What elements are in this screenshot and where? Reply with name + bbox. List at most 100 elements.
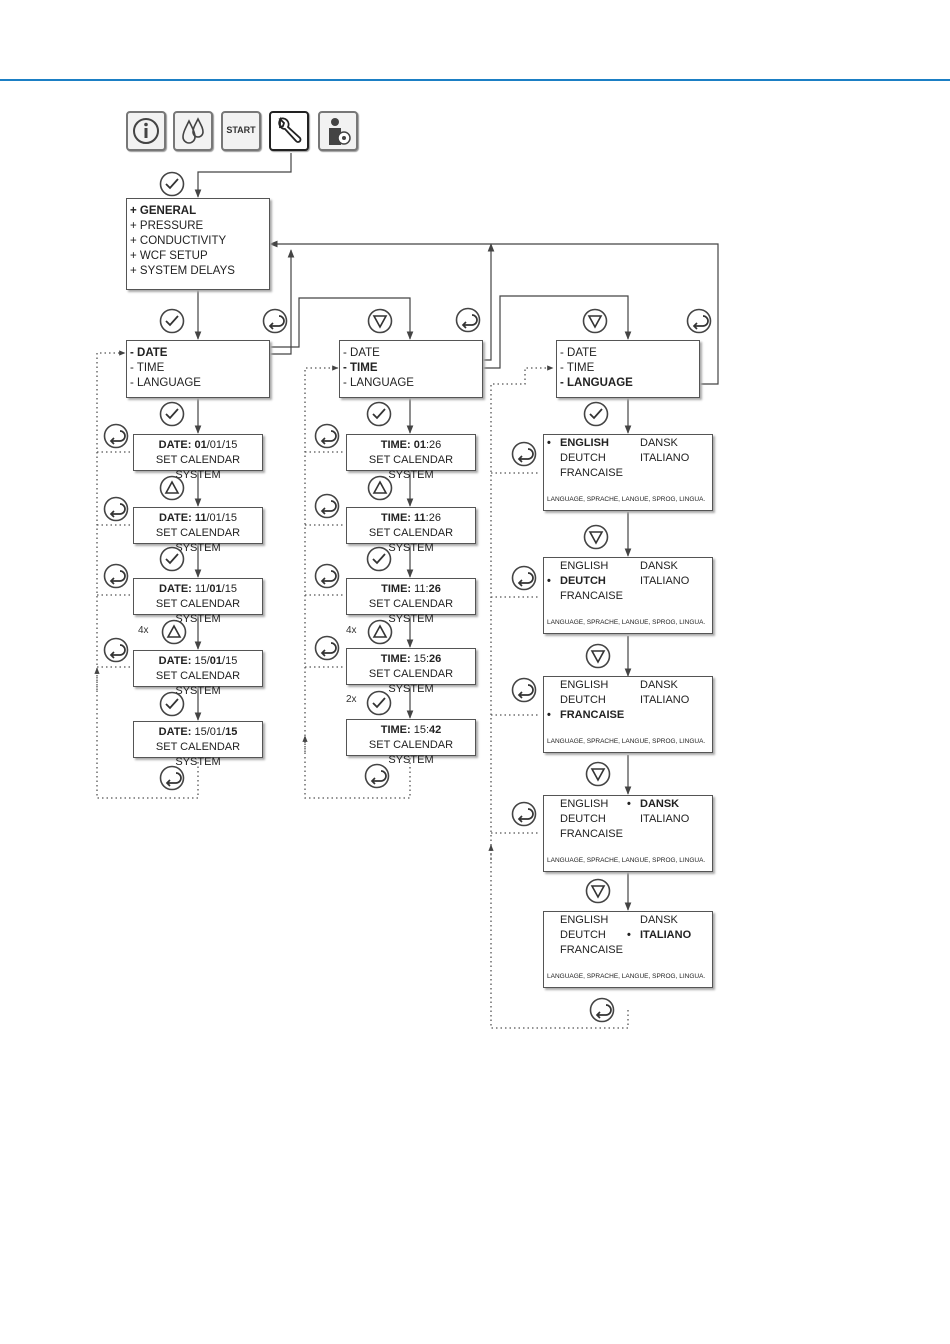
language-label: ENGLISH — [560, 914, 609, 926]
drops-icon[interactable] — [173, 111, 213, 151]
arrow-down-icon[interactable] — [367, 308, 393, 334]
back-return-icon[interactable] — [159, 765, 185, 791]
language-option[interactable]: ITALIANO — [640, 574, 689, 589]
language-option[interactable]: ITALIANO — [640, 693, 689, 708]
confirm-check-icon[interactable] — [366, 690, 392, 716]
value-text: /15 — [222, 655, 238, 667]
menu-item-conductivity[interactable]: + CONDUCTIVITY — [130, 235, 227, 247]
time-prefix: TIME: — [380, 439, 414, 451]
confirm-check-icon[interactable] — [583, 401, 609, 427]
language-option[interactable]: ENGLISH — [560, 678, 624, 693]
back-return-icon[interactable] — [589, 997, 615, 1023]
arrow-up-icon[interactable] — [367, 475, 393, 501]
calendar-caption: SET CALENDAR SYSTEM — [368, 739, 454, 766]
info-icon[interactable] — [126, 111, 166, 151]
language-option[interactable]: DANSK — [640, 436, 689, 451]
language-option[interactable]: DEUTCH — [560, 451, 623, 466]
confirm-check-icon[interactable] — [159, 171, 185, 197]
main-menu-screen: + GENERAL + PRESSURE + CONDUCTIVITY + WC… — [126, 198, 270, 290]
language-option[interactable]: FRANCAISE — [560, 943, 623, 958]
arrow-down-icon[interactable] — [582, 308, 608, 334]
language-option[interactable]: DANSK — [640, 678, 689, 693]
back-return-icon[interactable] — [103, 563, 129, 589]
calendar-caption: SET CALENDAR SYSTEM — [368, 668, 454, 695]
language-option[interactable]: ENGLISH — [560, 913, 623, 928]
confirm-check-icon[interactable] — [366, 546, 392, 572]
menu-item-wcf-setup[interactable]: + WCF SETUP — [130, 250, 208, 262]
submenu-item-date[interactable]: - DATE — [560, 347, 597, 359]
confirm-check-icon[interactable] — [159, 691, 185, 717]
back-return-icon[interactable] — [364, 763, 390, 789]
back-return-icon[interactable] — [314, 493, 340, 519]
submenu-item-language[interactable]: - LANGUAGE — [560, 377, 633, 389]
back-return-icon[interactable] — [511, 677, 537, 703]
language-label: ENGLISH — [560, 560, 609, 572]
back-return-icon[interactable] — [314, 423, 340, 449]
menu-item-general[interactable]: + GENERAL — [130, 205, 197, 217]
editing-field: 01 — [413, 439, 426, 451]
submenu-item-language[interactable]: - LANGUAGE — [130, 377, 201, 389]
menu-item-system-delays[interactable]: + SYSTEM DELAYS — [130, 265, 235, 277]
confirm-check-icon[interactable] — [159, 401, 185, 427]
language-option[interactable]: •FRANCAISE — [547, 708, 624, 723]
submenu-item-date[interactable]: - DATE — [343, 347, 380, 359]
language-option[interactable]: FRANCAISE — [560, 589, 623, 604]
arrow-down-icon[interactable] — [585, 643, 611, 669]
arrow-down-icon[interactable] — [585, 761, 611, 787]
language-option[interactable]: •ENGLISH — [547, 436, 623, 451]
submenu-item-date[interactable]: - DATE — [130, 347, 168, 359]
back-return-icon[interactable] — [511, 801, 537, 827]
time-prefix: TIME: — [381, 583, 415, 595]
back-return-icon[interactable] — [455, 307, 481, 333]
arrow-up-icon[interactable] — [161, 619, 187, 645]
language-option[interactable]: •ITALIANO — [627, 928, 691, 943]
language-option[interactable]: DEUTCH — [560, 693, 624, 708]
back-return-icon[interactable] — [103, 423, 129, 449]
user-settings-icon[interactable] — [318, 111, 358, 151]
language-option[interactable]: ITALIANO — [640, 451, 689, 466]
calendar-caption: SET CALENDAR SYSTEM — [368, 598, 454, 625]
value-text: 11: — [414, 583, 429, 595]
submenu-item-time[interactable]: - TIME — [130, 362, 165, 374]
selected-bullet: • — [627, 798, 631, 810]
date-value: DATE: 11/01/15 — [134, 582, 262, 597]
wrench-icon[interactable] — [269, 111, 309, 151]
language-option[interactable]: DANSK — [640, 913, 691, 928]
back-return-icon[interactable] — [314, 635, 340, 661]
language-option[interactable]: ENGLISH — [560, 559, 623, 574]
submenu-item-language[interactable]: - LANGUAGE — [343, 377, 414, 389]
language-option[interactable]: DEUTCH — [560, 812, 623, 827]
arrow-up-icon[interactable] — [159, 475, 185, 501]
language-label: DANSK — [640, 437, 678, 449]
calendar-caption: SET CALENDAR SYSTEM — [155, 454, 241, 481]
confirm-check-icon[interactable] — [159, 546, 185, 572]
language-footer: LANGUAGE, SPRACHE, LANGUE, SPROG, LINGUA… — [547, 738, 706, 745]
arrow-down-icon[interactable] — [583, 524, 609, 550]
back-return-icon[interactable] — [262, 308, 288, 334]
arrow-down-icon[interactable] — [585, 878, 611, 904]
back-return-icon[interactable] — [686, 308, 712, 334]
language-option[interactable]: FRANCAISE — [560, 466, 623, 481]
back-return-icon[interactable] — [103, 496, 129, 522]
menu-item-pressure[interactable]: + PRESSURE — [130, 220, 204, 232]
back-return-icon[interactable] — [511, 441, 537, 467]
confirm-check-icon[interactable] — [159, 308, 185, 334]
language-option[interactable]: •DEUTCH — [547, 574, 623, 589]
language-label: ITALIANO — [640, 813, 690, 825]
language-option[interactable]: FRANCAISE — [560, 827, 623, 842]
language-footer: LANGUAGE, SPRACHE, LANGUE, SPROG, LINGUA… — [547, 619, 706, 626]
language-option[interactable]: DEUTCH — [560, 928, 623, 943]
time-value: TIME: 01:26 — [347, 438, 475, 453]
arrow-up-icon[interactable] — [367, 619, 393, 645]
submenu-item-time[interactable]: - TIME — [343, 362, 378, 374]
submenu-item-time[interactable]: - TIME — [560, 362, 595, 374]
confirm-check-icon[interactable] — [366, 401, 392, 427]
language-option[interactable]: •DANSK — [627, 797, 689, 812]
back-return-icon[interactable] — [314, 563, 340, 589]
language-option[interactable]: ENGLISH — [560, 797, 623, 812]
language-option[interactable]: DANSK — [640, 559, 689, 574]
back-return-icon[interactable] — [103, 637, 129, 663]
back-return-icon[interactable] — [511, 565, 537, 591]
start-icon[interactable]: START — [221, 111, 261, 151]
language-option[interactable]: ITALIANO — [640, 812, 689, 827]
